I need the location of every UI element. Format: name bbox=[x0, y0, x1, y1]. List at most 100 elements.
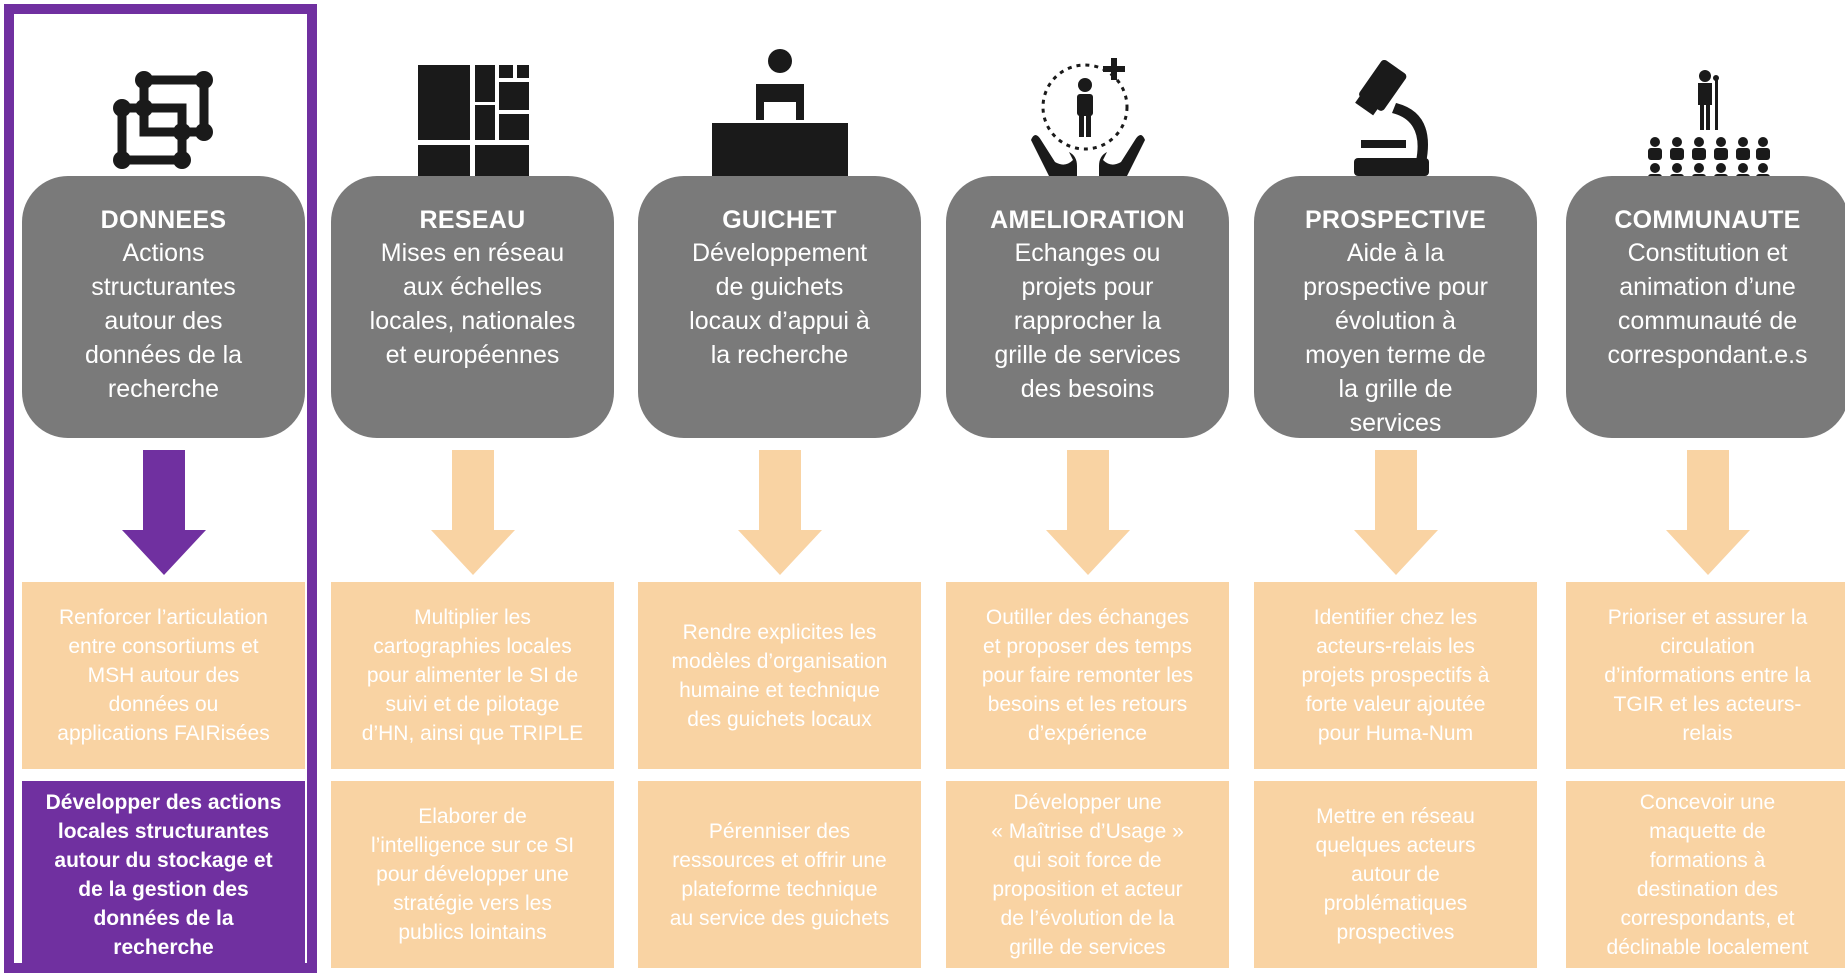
category-description: Actions structurantes autour des données de… bbox=[32, 236, 295, 406]
action-line: Concevoir une bbox=[1639, 790, 1776, 814]
audience-speaker-icon bbox=[1566, 40, 1845, 194]
description-line: prospective pour bbox=[1303, 273, 1488, 301]
action-line: « Maîtrise d’Usage » bbox=[991, 819, 1184, 843]
action-line: pour Huma-Num bbox=[1317, 722, 1474, 745]
description-line: grille de services bbox=[994, 341, 1181, 369]
action-line: des guichets locaux bbox=[687, 707, 872, 731]
description-line: Constitution et bbox=[1627, 239, 1788, 267]
action-line: données de la bbox=[93, 906, 234, 930]
description-line: communauté de bbox=[1617, 307, 1798, 335]
action-line: correspondants, et bbox=[1620, 906, 1795, 930]
action-line: Identifier chez les bbox=[1313, 606, 1478, 629]
down-arrow-icon bbox=[1254, 450, 1537, 575]
category-title: AMELIORATION bbox=[990, 206, 1185, 234]
description-line: Actions bbox=[122, 239, 205, 267]
network-blocks-icon bbox=[331, 40, 614, 190]
action-line: destination des bbox=[1636, 877, 1779, 901]
action-line: stratégie vers les bbox=[393, 892, 552, 915]
grid-nodes-icon bbox=[22, 40, 305, 190]
down-arrow-icon bbox=[331, 450, 614, 575]
action-line: d’HN, ainsi que TRIPLE bbox=[361, 722, 584, 745]
action-line: besoins et les retours bbox=[987, 693, 1188, 716]
description-line: recherche bbox=[107, 375, 220, 403]
action-line: Pérenniser des bbox=[708, 819, 851, 843]
action-line: de l’évolution de la bbox=[1000, 906, 1175, 930]
action-line: plateforme technique bbox=[681, 877, 878, 901]
highlight-frame bbox=[4, 4, 317, 973]
action-line: TGIR et les acteurs- bbox=[1613, 693, 1802, 716]
description-line: la recherche bbox=[710, 341, 849, 369]
description-line: la grille de bbox=[1338, 375, 1453, 403]
action-line: Rendre explicites les bbox=[682, 620, 877, 644]
category-title: RESEAU bbox=[419, 206, 526, 234]
action-line: quelques acteurs bbox=[1315, 834, 1476, 857]
action-line: Développer une bbox=[1013, 790, 1162, 814]
action-line: pour faire remonter les bbox=[981, 664, 1194, 687]
category-title: PROSPECTIVE bbox=[1304, 206, 1487, 234]
action-line: déclinable localement bbox=[1606, 935, 1809, 959]
action-line: locales structurantes bbox=[57, 819, 270, 843]
action-box-secondary: Développer des actions locales structuran… bbox=[22, 781, 305, 968]
action-line: données ou bbox=[108, 693, 219, 716]
description-line: autour des bbox=[104, 307, 223, 335]
action-box-secondary: Concevoir une maquette de formations à dest… bbox=[1566, 781, 1845, 968]
action-line: relais bbox=[1682, 722, 1733, 745]
action-line: modèles d’organisation bbox=[671, 649, 888, 673]
action-line: Multiplier les bbox=[414, 606, 531, 629]
action-line: formations à bbox=[1649, 848, 1766, 872]
action-text: Rendre explicites les modèles d’organisat… bbox=[672, 618, 888, 734]
action-line: publics lointains bbox=[398, 921, 547, 944]
action-line: acteurs-relais les bbox=[1316, 635, 1475, 658]
action-line: Développer des actions bbox=[45, 790, 282, 814]
action-line: Mettre en réseau bbox=[1316, 805, 1475, 828]
description-line: et européennes bbox=[385, 341, 560, 369]
down-arrow-icon bbox=[946, 450, 1229, 575]
description-line: Echanges ou bbox=[1014, 239, 1161, 267]
action-line: grille de services bbox=[1009, 935, 1166, 959]
action-text: Développer des actions locales structuran… bbox=[46, 788, 282, 962]
description-line: structurantes bbox=[91, 273, 236, 301]
action-text: Développer une « Maîtrise d’Usage » qui so… bbox=[991, 788, 1184, 962]
down-arrow-icon bbox=[1566, 450, 1845, 575]
action-line: Outiller des échanges bbox=[985, 606, 1190, 629]
description-line: moyen terme de bbox=[1305, 341, 1486, 369]
action-line: de la gestion des bbox=[78, 877, 249, 901]
action-text: Concevoir une maquette de formations à dest… bbox=[1607, 788, 1809, 962]
action-line: au service des guichets bbox=[669, 906, 890, 930]
category-title: GUICHET bbox=[722, 206, 837, 234]
action-line: proposition et acteur bbox=[992, 877, 1183, 901]
action-line: Renforcer l’articulation bbox=[59, 606, 268, 629]
description-line: services bbox=[1349, 409, 1442, 437]
action-line: maquette de bbox=[1649, 819, 1766, 843]
description-line: évolution à bbox=[1335, 307, 1456, 335]
action-line: qui soit force de bbox=[1013, 848, 1162, 872]
action-line: forte valeur ajoutée bbox=[1305, 693, 1486, 716]
description-line: locales, nationales bbox=[369, 307, 576, 335]
action-line: applications FAIRisées bbox=[57, 722, 270, 745]
description-line: données de la bbox=[84, 341, 243, 369]
